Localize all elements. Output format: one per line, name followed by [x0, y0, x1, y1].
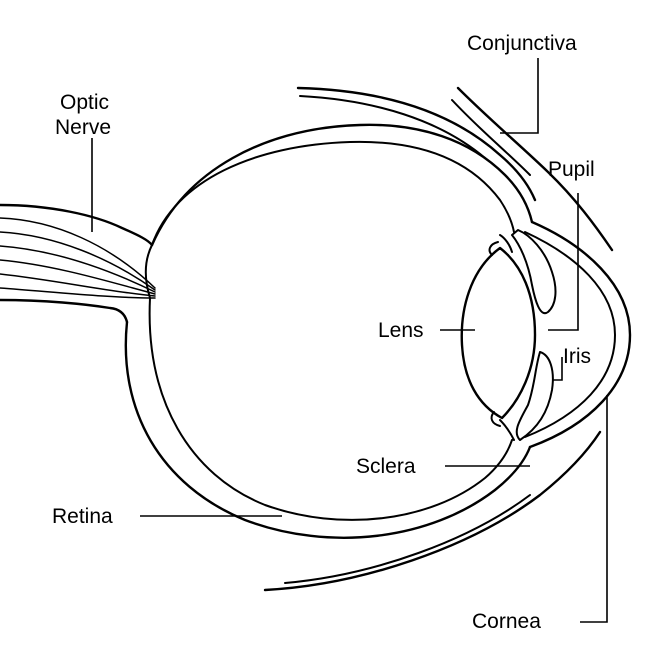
lens [460, 241, 537, 427]
leader-lines [91, 58, 608, 623]
pupil-label: Pupil [548, 158, 595, 181]
nerve-label: Nerve [55, 116, 111, 139]
retina-label: Retina [52, 505, 113, 528]
conjunctiva-leader [500, 58, 539, 134]
cornea [524, 220, 632, 449]
iris-leader [552, 357, 563, 381]
sclera-wall [124, 123, 534, 539]
eyelids [263, 86, 614, 592]
iris-label: Iris [563, 345, 591, 368]
optic-label: Optic [60, 91, 109, 114]
conjunctiva-label: Conjunctiva [467, 32, 577, 55]
cornea-label: Cornea [472, 610, 541, 633]
lens-label: Lens [378, 319, 424, 342]
optic-nerve [0, 203, 156, 324]
pupil-leader [548, 193, 579, 331]
sclera-label: Sclera [356, 455, 416, 478]
iris [499, 229, 557, 441]
cornea-leader [580, 395, 608, 623]
